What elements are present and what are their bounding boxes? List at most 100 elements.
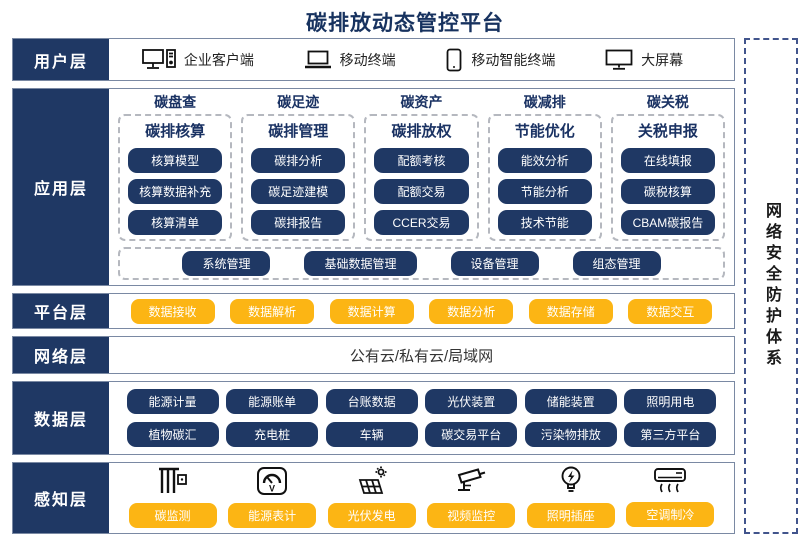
app-column-box: 关税申报 在线填报 碳税核算 CBAM碳报告	[610, 114, 726, 241]
carbon-monitor-icon	[157, 466, 189, 496]
user-item-smart-terminal: 移动智能终端	[445, 48, 555, 72]
perception-item-carbon-monitor: 碳监测	[128, 466, 217, 528]
app-item: 碳税核算	[620, 179, 716, 204]
app-column-subheader: 节能优化	[514, 123, 575, 140]
perception-layer-label: 感知层	[13, 463, 109, 533]
network-layer-content: 公有云/私有云/局域网	[349, 347, 494, 365]
perception-item-label: 照明插座	[526, 503, 615, 528]
app-column-carbon-tariff: 碳关税 关税申报 在线填报 碳税核算 CBAM碳报告	[610, 91, 726, 241]
app-layer-label: 应用层	[13, 89, 109, 285]
big-screen-icon	[605, 49, 633, 71]
data-item: 能源计量	[126, 389, 219, 414]
user-item-label: 移动智能终端	[471, 51, 556, 68]
user-layer-content: 企业客户端 移动终端 移动智能终端	[109, 39, 734, 80]
diagram-content: 用户层 企业客户端	[12, 38, 798, 534]
network-layer-band: 网络层 公有云/私有云/局域网	[12, 336, 735, 374]
desktop-client-icon	[141, 48, 176, 71]
app-item: 技术节能	[497, 210, 592, 235]
app-item: 能效分析	[497, 148, 592, 173]
app-column-subheader: 碳排放权	[391, 123, 452, 140]
app-common-item: 设备管理	[450, 251, 539, 276]
perception-layer-band: 感知层 碳监测	[12, 462, 735, 534]
data-row: 植物碳汇 充电桩 车辆 碳交易平台 污染物排放 第三方平台	[119, 422, 724, 447]
data-item: 车辆	[325, 422, 418, 447]
data-item: 充电桩	[226, 422, 319, 447]
energy-meter-icon: V	[256, 466, 288, 496]
data-item: 碳交易平台	[425, 422, 518, 447]
security-strip-label: 网络安全防护体系	[763, 202, 780, 370]
platform-layer-label: 平台层	[13, 294, 109, 328]
platform-item: 数据存储	[528, 298, 613, 324]
app-common-box: 系统管理 基础数据管理 设备管理 组态管理	[118, 247, 725, 280]
perception-layer-content: 碳监测 V 能源表计	[109, 463, 734, 533]
app-item: 碳排分析	[251, 148, 346, 173]
app-column-header: 碳资产	[400, 94, 443, 110]
app-column-header: 碳减排	[523, 94, 566, 110]
network-layer-label: 网络层	[13, 337, 109, 373]
data-layer-label: 数据层	[13, 382, 109, 454]
platform-item: 数据交互	[628, 298, 713, 324]
app-item: 碳足迹建模	[251, 179, 346, 204]
data-item: 光伏装置	[425, 389, 518, 414]
laptop-icon	[304, 50, 332, 70]
app-item: 节能分析	[497, 179, 592, 204]
layer-stack: 用户层 企业客户端	[12, 38, 735, 534]
solar-panel-icon	[355, 466, 389, 496]
user-item-label: 移动终端	[339, 51, 396, 68]
platform-item: 数据计算	[329, 298, 414, 324]
cctv-camera-icon	[454, 466, 488, 496]
app-column-box: 碳排管理 碳排分析 碳足迹建模 碳排报告	[241, 114, 356, 241]
security-strip: 网络安全防护体系	[744, 38, 798, 534]
page-title: 碳排放动态管控平台	[306, 12, 504, 35]
app-item: 核算数据补充	[128, 179, 223, 204]
perception-item-solar-panel: 光伏发电	[327, 466, 416, 528]
app-column-box: 节能优化 能效分析 节能分析 技术节能	[487, 114, 602, 241]
data-item: 储能装置	[524, 389, 617, 414]
app-column-box: 碳排放权 配额考核 配额交易 CCER交易	[364, 114, 479, 241]
app-item: 在线填报	[620, 148, 716, 173]
user-item-big-screen: 大屏幕	[605, 49, 683, 71]
app-common-item: 系统管理	[182, 251, 271, 276]
app-column-carbon-asset: 碳资产 碳排放权 配额考核 配额交易 CCER交易	[364, 91, 479, 241]
app-common-item: 基础数据管理	[304, 251, 417, 276]
air-conditioner-icon	[653, 467, 687, 495]
data-item: 第三方平台	[624, 422, 717, 447]
app-column-box: 碳排核算 核算模型 核算数据补充 核算清单	[118, 114, 233, 241]
platform-item: 数据解析	[230, 298, 315, 324]
app-column-subheader: 关税申报	[637, 123, 698, 140]
app-item: 碳排报告	[251, 210, 346, 235]
perception-item-air-conditioner: 空调制冷	[626, 467, 715, 527]
perception-item-label: 碳监测	[128, 503, 217, 528]
platform-item: 数据接收	[130, 298, 215, 324]
app-columns: 碳盘查 碳排核算 核算模型 核算数据补充 核算清单 碳足迹 碳排管理 碳排分析	[118, 91, 726, 241]
platform-layer-content: 数据接收 数据解析 数据计算 数据分析 数据存储 数据交互	[109, 294, 734, 328]
svg-text:V: V	[269, 484, 275, 494]
light-bulb-icon	[559, 466, 583, 496]
perception-item-cctv: 视频监控	[427, 466, 516, 528]
data-item: 植物碳汇	[126, 422, 219, 447]
perception-item-energy-meter: V 能源表计	[228, 466, 317, 528]
app-common-item: 组态管理	[572, 251, 661, 276]
app-item: 核算模型	[128, 148, 223, 173]
app-item: 核算清单	[128, 210, 223, 235]
data-item: 污染物排放	[524, 422, 617, 447]
app-column-carbon-reduction: 碳减排 节能优化 能效分析 节能分析 技术节能	[487, 91, 602, 241]
user-item-label: 大屏幕	[641, 51, 684, 68]
app-column-header: 碳足迹	[277, 94, 320, 110]
app-item: CBAM碳报告	[620, 210, 716, 235]
platform-item: 数据分析	[429, 298, 514, 324]
data-item: 照明用电	[624, 389, 717, 414]
app-item: CCER交易	[374, 210, 469, 235]
user-layer-label: 用户层	[13, 39, 109, 80]
perception-item-label: 视频监控	[427, 503, 516, 528]
user-item-mobile-terminal: 移动终端	[304, 50, 396, 70]
app-item: 配额交易	[374, 179, 469, 204]
app-column-carbon-inventory: 碳盘查 碳排核算 核算模型 核算数据补充 核算清单	[118, 91, 233, 241]
data-item: 台账数据	[325, 389, 418, 414]
data-item: 能源账单	[226, 389, 319, 414]
data-row: 能源计量 能源账单 台账数据 光伏装置 储能装置 照明用电	[119, 389, 724, 414]
app-column-header: 碳关税	[646, 94, 689, 110]
user-item-enterprise-client: 企业客户端	[141, 48, 254, 71]
app-column-subheader: 碳排核算	[145, 123, 206, 140]
user-layer-band: 用户层 企业客户端	[12, 38, 735, 81]
